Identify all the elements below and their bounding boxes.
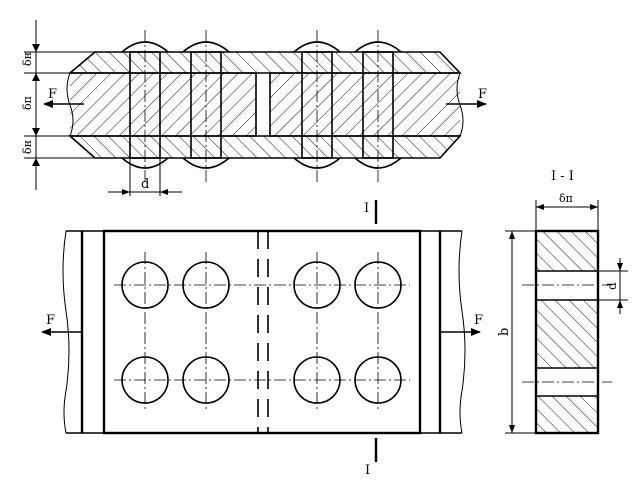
delta-n-top-label: δн — [21, 52, 34, 66]
middle-plate-right — [270, 73, 460, 136]
rivet-holes-plan — [121, 261, 402, 404]
rivet-diameter-label: d — [141, 177, 149, 192]
delta-n-bottom-label: δн — [21, 140, 34, 154]
section-d-label: d — [605, 282, 619, 290]
top-cover-plate — [70, 52, 460, 73]
plan-view: F F I I — [41, 200, 483, 478]
bottom-cover-plate — [70, 136, 460, 158]
force-left-top-label: F — [48, 87, 57, 102]
force-left-plan-label: F — [46, 313, 55, 328]
sectional-view: δн δп δн F F d — [21, 20, 487, 196]
section-title: I - I — [551, 169, 574, 184]
delta-p-mid-label: δп — [21, 96, 34, 110]
force-right-plan-label: F — [474, 313, 483, 328]
middle-plate-left — [70, 73, 256, 136]
section-I-I: I - I δп d b — [497, 169, 628, 435]
section-mark-top: I — [364, 201, 369, 216]
cover-plate-outline — [102, 229, 422, 435]
section-delta-p-label: δп — [559, 192, 573, 205]
section-outline — [534, 229, 600, 435]
section-mark-bottom: I — [365, 463, 370, 478]
section-b-label: b — [497, 328, 512, 336]
force-right-top-label: F — [478, 87, 487, 102]
